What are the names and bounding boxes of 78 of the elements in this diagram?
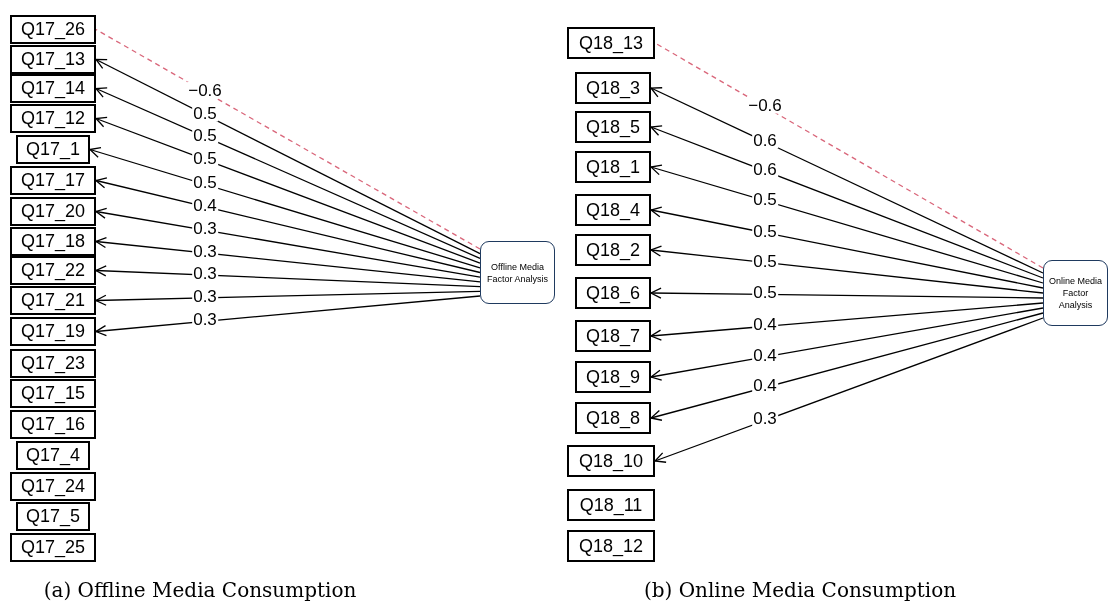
arrow <box>650 302 1044 341</box>
factor-box: Online Media Factor Analysis <box>1043 260 1108 326</box>
edge-label: 0.5 <box>752 283 778 301</box>
item-box: Q18_4 <box>575 194 651 226</box>
item-box: Q18_13 <box>567 27 655 59</box>
item-box: Q17_23 <box>10 349 96 378</box>
edge-label: 0.3 <box>192 242 218 260</box>
arrow <box>95 295 481 337</box>
item-box: Q17_21 <box>10 286 96 315</box>
edge-label: 0.4 <box>192 196 218 214</box>
dashed-line <box>654 42 1044 269</box>
item-box: Q17_20 <box>10 197 96 226</box>
item-box: Q18_3 <box>575 72 651 104</box>
edge-label: 0.4 <box>752 346 778 364</box>
arrow <box>654 317 1044 463</box>
panel-caption: (a) Offline Media Consumption <box>43 578 357 602</box>
item-box: Q18_6 <box>575 277 651 309</box>
item-box: Q18_9 <box>575 361 651 393</box>
arrow <box>650 307 1044 381</box>
factor-box: Offline Media Factor Analysis <box>480 241 555 304</box>
arrow <box>95 265 481 288</box>
edge-label: 0.4 <box>752 315 778 333</box>
item-box: Q17_16 <box>10 410 96 439</box>
edge-label: 0.5 <box>192 104 218 122</box>
edge-label: 0.3 <box>192 287 218 305</box>
edge-label: 0.5 <box>192 173 218 191</box>
edge-label: 0.5 <box>192 149 218 167</box>
item-box: Q17_5 <box>16 502 90 531</box>
arrow <box>650 287 1044 299</box>
arrow <box>95 87 481 260</box>
item-box: Q17_14 <box>10 74 96 103</box>
edge-label: −0.6 <box>747 96 783 114</box>
item-box: Q17_24 <box>10 472 96 501</box>
edge-label: 0.3 <box>192 264 218 282</box>
item-box: Q17_19 <box>10 317 96 346</box>
item-box: Q17_18 <box>10 227 96 256</box>
edge-label: 0.4 <box>752 376 778 394</box>
item-box: Q18_2 <box>575 234 651 266</box>
edge-label: 0.3 <box>192 219 218 237</box>
edge-label: 0.5 <box>752 252 778 269</box>
edge-label: 0.5 <box>752 222 778 240</box>
item-box: Q18_11 <box>567 489 655 521</box>
edge-label: 0.5 <box>192 126 218 144</box>
edge-label: 0.3 <box>192 310 218 328</box>
arrow <box>95 58 481 255</box>
arrow <box>95 207 481 278</box>
item-box: Q18_5 <box>575 111 651 143</box>
arrow <box>89 146 481 269</box>
item-box: Q17_4 <box>16 441 90 470</box>
item-box: Q17_13 <box>10 45 96 74</box>
panel-caption: (b) Online Media Consumption <box>643 578 957 602</box>
edge-label: 0.5 <box>752 190 778 208</box>
item-box: Q18_1 <box>575 151 651 183</box>
edge-label: 0.6 <box>752 160 778 178</box>
item-box: Q17_1 <box>16 135 90 164</box>
arrow <box>650 164 1044 284</box>
arrow <box>95 290 481 306</box>
edge-label: 0.3 <box>752 409 778 427</box>
arrow <box>650 125 1044 279</box>
item-box: Q18_7 <box>575 320 651 352</box>
arrow <box>95 236 481 283</box>
arrow <box>650 245 1044 294</box>
item-box: Q18_10 <box>567 445 655 477</box>
item-box: Q17_15 <box>10 379 96 408</box>
item-box: Q17_17 <box>10 166 96 195</box>
item-box: Q17_26 <box>10 15 96 44</box>
item-box: Q17_12 <box>10 104 96 133</box>
arrow <box>650 206 1044 289</box>
item-box: Q18_12 <box>567 530 655 562</box>
arrow <box>650 87 1044 274</box>
arrow <box>95 116 481 264</box>
arrow <box>650 312 1044 421</box>
edge-label: 0.6 <box>752 131 778 149</box>
item-box: Q18_8 <box>575 402 651 434</box>
arrow <box>95 177 481 274</box>
edge-label: −0.6 <box>187 81 223 99</box>
item-box: Q17_25 <box>10 533 96 562</box>
item-box: Q17_22 <box>10 256 96 285</box>
